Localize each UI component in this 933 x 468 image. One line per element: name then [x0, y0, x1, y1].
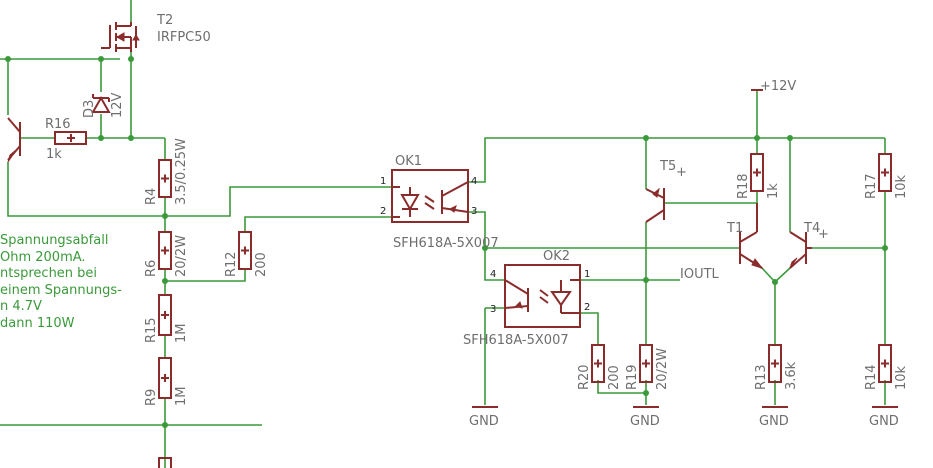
mosfet-t2: T2 IRFPC50 [101, 13, 211, 52]
r16-name: R16 [45, 117, 71, 132]
junctions [5, 56, 888, 428]
resistor-r19: R19 20/2W [625, 344, 670, 390]
resistor-r12: R12 200 [224, 231, 269, 277]
ok2-pin-2: 2 [584, 302, 590, 313]
resistor-r13: R13 3.6k [754, 344, 799, 390]
resistor-r17: R17 10k [864, 153, 909, 199]
transistor-t1: T1 [726, 203, 764, 269]
r6-value: 20/2W [174, 235, 189, 277]
r4-name: R4 [144, 188, 159, 205]
r19-name: R19 [625, 364, 640, 390]
ok2-pin-4: 4 [490, 269, 496, 280]
ok2-value: SFH618A-5X007 [463, 333, 569, 348]
gnd-symbol-1: GND [469, 406, 499, 429]
transistor-left-partial [7, 117, 21, 163]
r17-name: R17 [864, 173, 879, 199]
resistor-bottom-partial [158, 457, 172, 468]
zener-d3: D3 12V [82, 92, 125, 118]
ok1-name: OK1 [395, 154, 422, 169]
r6-name: R6 [144, 260, 159, 277]
r20-name: R20 [577, 364, 592, 390]
r19-value: 20/2W [655, 348, 670, 390]
t4-plus: + [818, 227, 829, 242]
note-line-4: einem Spannungs- [0, 283, 122, 298]
r18-value: 1k [766, 183, 781, 199]
ok1-pin-3: 3 [471, 206, 477, 217]
t5-name: T5 [659, 159, 676, 174]
r13-value: 3.6k [784, 361, 799, 390]
t4-name: T4 [803, 221, 820, 236]
r12-value: 200 [254, 252, 269, 277]
ok1-pin-1: 1 [380, 176, 386, 187]
note-line-6: dann 110W [0, 316, 75, 331]
r4-value: 3.5/0.25W [174, 138, 189, 205]
gnd-label-3: GND [759, 414, 789, 429]
gnd-symbol-3: GND [759, 406, 789, 429]
r15-value: 1M [174, 324, 189, 344]
r17-value: 10k [894, 174, 909, 199]
optocoupler-ok1: 1 2 4 3 OK1 SFH618A-5X007 [380, 154, 499, 251]
note-line-3: ntsprechen bei [0, 266, 97, 281]
t2-value: IRFPC50 [157, 30, 211, 45]
r9-value: 1M [174, 387, 189, 407]
ok2-pin-3: 3 [490, 304, 496, 315]
ok1-value: SFH618A-5X007 [393, 236, 499, 251]
design-note: Spannungsabfall Ohm 200mA. ntsprechen be… [0, 233, 122, 331]
ok1-pin-2: 2 [380, 206, 386, 217]
t5-plus: + [676, 165, 687, 180]
resistor-r16: R16 1k [45, 117, 87, 162]
ok1-pin-4: 4 [471, 176, 477, 187]
gnd-label-2: GND [630, 414, 660, 429]
r14-name: R14 [864, 364, 879, 390]
r9-name: R9 [144, 389, 159, 406]
gnd-label-4: GND [869, 414, 899, 429]
transistor-t5: T5 + [645, 159, 687, 223]
r13-name: R13 [754, 364, 769, 390]
resistor-r20: R20 200 [577, 344, 622, 390]
resistor-r18: R18 1k [736, 153, 781, 199]
resistor-r6: R6 20/2W [144, 231, 189, 277]
ok2-name: OK2 [543, 249, 570, 264]
gnd-label-1: GND [469, 414, 499, 429]
ok2-pin-1: 1 [584, 269, 590, 280]
supply-label: +12V [760, 79, 796, 94]
resistor-r15: R15 1M [144, 294, 189, 344]
r15-name: R15 [144, 317, 159, 343]
r14-value: 10k [894, 365, 909, 390]
d3-value: 12V [110, 92, 125, 118]
ground-symbols: GND GND GND GND [469, 406, 899, 429]
r12-name: R12 [224, 251, 239, 277]
supply-12v: +12V [751, 79, 796, 94]
note-line-2: Ohm 200mA. [0, 250, 86, 265]
d3-name: D3 [82, 100, 97, 118]
resistor-r4: R4 3.5/0.25W [144, 138, 189, 205]
note-line-5: n 4.7V [0, 299, 42, 314]
r16-value: 1k [46, 147, 62, 162]
gnd-symbol-4: GND [869, 406, 899, 429]
note-line-1: Spannungsabfall [0, 233, 108, 248]
resistor-r9: R9 1M [144, 357, 189, 407]
t2-name: T2 [156, 13, 173, 28]
net-label-ioutl: IOUTL [680, 267, 720, 282]
resistor-r14: R14 10k [864, 344, 909, 390]
gnd-symbol-2: GND [630, 406, 660, 429]
transistor-t4: T4 + [789, 221, 829, 269]
r20-value: 200 [607, 365, 622, 390]
t1-name: T1 [726, 221, 743, 236]
optocoupler-ok2: 4 3 1 2 OK2 SFH618A-5X007 [463, 249, 590, 348]
r18-name: R18 [736, 173, 751, 199]
